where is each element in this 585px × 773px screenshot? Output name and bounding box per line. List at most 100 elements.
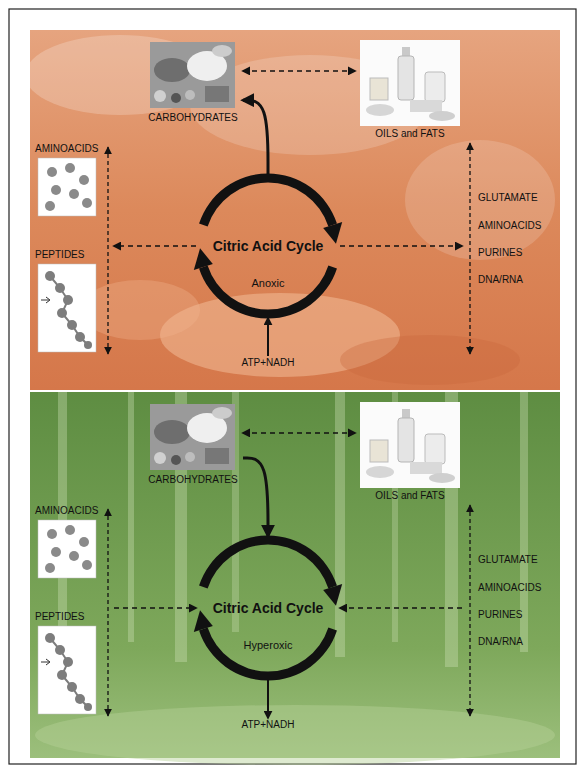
cycle-arrowhead [194, 248, 213, 270]
energy-label: ATP+NADH [233, 718, 303, 732]
bread [154, 58, 190, 82]
dish [366, 104, 394, 116]
aminoacid-dot [79, 175, 89, 185]
peptide-residue [55, 283, 65, 293]
dashed-arrow [243, 432, 355, 434]
cycle-title: Citric Acid Cycle [213, 238, 324, 254]
cycle-arc [199, 266, 337, 319]
aminoacid-dot [47, 167, 57, 177]
node-label: GLUTAMATE [478, 192, 538, 204]
cycle-arc [199, 173, 337, 226]
aminoacid-dot [51, 185, 61, 195]
aminoacid-picture [38, 158, 96, 216]
tree-trunk [128, 392, 134, 642]
dashed-arrow [114, 607, 196, 609]
node-label: DNA/RNA [478, 636, 523, 648]
node-label: AMINOACIDS [478, 582, 541, 594]
peptide-residue [75, 332, 85, 342]
peptide-bond [50, 276, 88, 345]
node-label: OILS and FATS [375, 490, 444, 502]
flow-arrow [267, 318, 269, 356]
node-label: PEPTIDES [35, 611, 84, 623]
soap-bar [410, 100, 442, 112]
cycle-arc [199, 535, 337, 588]
node-label: PEPTIDES [35, 249, 84, 261]
curved-arrow [243, 100, 268, 174]
node-label: Hyperoxic [244, 639, 293, 652]
grain [154, 90, 166, 102]
peptide-residue [63, 295, 73, 305]
carbohydrate-photo [150, 42, 235, 108]
label-group: AMINOACIDS PEPTIDES [33, 143, 114, 357]
node-label: GLUTAMATE [478, 554, 538, 566]
node-label: OILS and FATS [375, 128, 444, 140]
range-bracket [107, 147, 108, 354]
picture-box: OILS and FATS [355, 38, 465, 142]
cycle-arrowhead [323, 584, 342, 606]
cycle-circle: Citric Acid CycleAnoxic [196, 174, 340, 318]
aminoacid-dot [69, 189, 79, 199]
node-label: AMINOACIDS [35, 143, 98, 155]
node-label: PURINES [478, 247, 522, 259]
picture-box: OILS and FATS [355, 400, 465, 504]
volcanic-rocks [80, 280, 200, 340]
peptide-picture [38, 264, 96, 352]
cycle-title: Citric Acid Cycle [213, 600, 324, 616]
jar [425, 72, 445, 102]
label-group: AMINOACIDS PEPTIDES [33, 505, 114, 719]
dashed-arrow [340, 245, 462, 247]
label-group: GLUTAMATE AMINOACIDS PURINES DNA/RNA [462, 502, 558, 718]
peptide-residue [45, 271, 55, 281]
node-label: CARBOHYDRATES [148, 112, 237, 124]
label-group: GLUTAMATE AMINOACIDS PURINES DNA/RNA [462, 140, 558, 356]
peptide-residue [84, 341, 92, 349]
grain [212, 45, 232, 57]
cycle-arc [199, 628, 337, 681]
curved-arrow [243, 458, 268, 536]
dashed-arrow [114, 245, 196, 247]
range-bracket [469, 143, 470, 354]
cycle-arrowhead [323, 222, 342, 244]
aminoacid-dot [82, 198, 92, 208]
cycle-arrowhead [194, 610, 213, 632]
volcanic-rocks [340, 335, 520, 385]
node-label: CARBOHYDRATES [148, 474, 237, 486]
pointer-arrow [41, 297, 50, 303]
grain [185, 90, 195, 100]
dashed-arrow [243, 70, 355, 72]
tree-trunk [335, 392, 345, 657]
oils-photo [360, 40, 460, 126]
soap-bar [370, 78, 388, 100]
aminoacid-dot [45, 201, 55, 211]
peptide-residue [57, 308, 67, 318]
node-label: ATP+NADH [242, 357, 295, 369]
dashed-arrow [340, 607, 462, 609]
dish [429, 111, 455, 121]
grain [171, 93, 181, 103]
node-label: AMINOACIDS [478, 220, 541, 232]
aminoacid-dot [65, 163, 75, 173]
peptide-residue [67, 320, 77, 330]
node-label: AMINOACIDS [35, 505, 98, 517]
node-label: PURINES [478, 609, 522, 621]
illustrations [38, 40, 470, 354]
bottle [398, 56, 414, 100]
forest-floor [35, 705, 555, 765]
picture-box: CARBOHYDRATES [143, 40, 243, 126]
node-label: ATP+NADH [242, 719, 295, 731]
frame [9, 9, 576, 764]
picture-box: CARBOHYDRATES [143, 402, 243, 488]
smoke-cloud [405, 140, 555, 260]
cycle-arrows [194, 173, 342, 318]
flow-arrow [267, 680, 269, 718]
cycle-circle: Citric Acid CycleHyperoxic [196, 536, 340, 680]
node-label: DNA/RNA [478, 274, 523, 286]
node-label: Anoxic [251, 277, 284, 290]
illustrations-copy [38, 402, 470, 716]
energy-label: ATP+NADH [233, 356, 303, 370]
hyperoxic-panel [30, 392, 560, 758]
